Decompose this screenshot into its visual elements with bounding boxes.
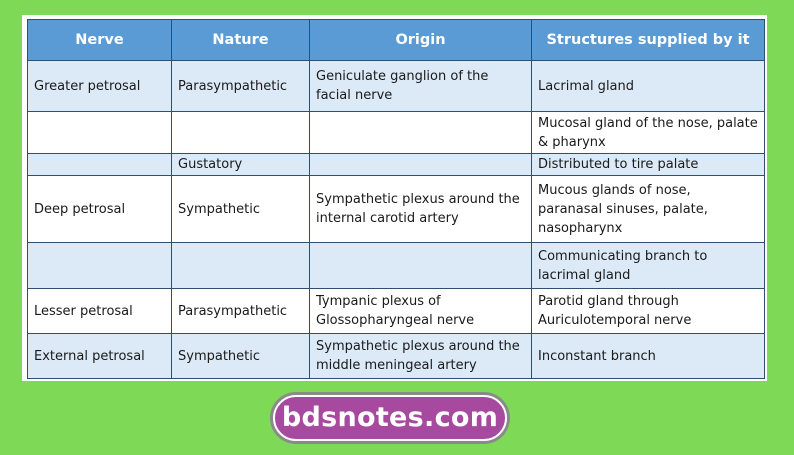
cell-nature	[171, 111, 310, 154]
header-structures: Structures supplied by it	[531, 19, 765, 61]
cell-nerve: Deep petrosal	[27, 175, 172, 243]
cell-structures: Parotid gland through Auriculotemporal n…	[531, 288, 765, 334]
cell-origin: Tympanic plexus of Glossopharyngeal nerv…	[309, 288, 532, 334]
cell-nature: Parasympathetic	[171, 60, 310, 112]
cell-nature: Sympathetic	[171, 333, 310, 379]
cell-structures: Mucous glands of nose, paranasal sinuses…	[531, 175, 765, 243]
header-nerve: Nerve	[27, 19, 172, 61]
cell-nerve: Greater petrosal	[27, 60, 172, 112]
cell-origin: Sympathetic plexus around the middle men…	[309, 333, 532, 379]
cell-structures: Lacrimal gland	[531, 60, 765, 112]
header-origin: Origin	[309, 19, 532, 61]
table-row: Greater petrosal Parasympathetic Genicul…	[27, 60, 765, 112]
cell-origin	[309, 153, 532, 176]
table-row: Gustatory Distributed to tire palate	[27, 153, 765, 176]
cell-nerve	[27, 242, 172, 289]
header-nature: Nature	[171, 19, 310, 61]
cell-structures: Distributed to tire palate	[531, 153, 765, 176]
table-row: Mucosal gland of the nose, palate & phar…	[27, 111, 765, 154]
cell-nature: Sympathetic	[171, 175, 310, 243]
cell-structures: Mucosal gland of the nose, palate & phar…	[531, 111, 765, 154]
cell-structures: Inconstant branch	[531, 333, 765, 379]
cell-nerve: External petrosal	[27, 333, 172, 379]
watermark-badge: bdsnotes.com	[270, 392, 510, 444]
table-row: Deep petrosal Sympathetic Sympathetic pl…	[27, 175, 765, 243]
cell-nature: Parasympathetic	[171, 288, 310, 334]
petrosal-nerves-table: Nerve Nature Origin Structures supplied …	[27, 19, 765, 379]
cell-origin	[309, 242, 532, 289]
table-row: Lesser petrosal Parasympathetic Tympanic…	[27, 288, 765, 334]
cell-nerve	[27, 111, 172, 154]
table-card: Nerve Nature Origin Structures supplied …	[22, 15, 767, 381]
cell-nerve: Lesser petrosal	[27, 288, 172, 334]
cell-nerve	[27, 153, 172, 176]
cell-origin: Sympathetic plexus around the internal c…	[309, 175, 532, 243]
cell-nature: Gustatory	[171, 153, 310, 176]
cell-origin: Geniculate ganglion of the facial nerve	[309, 60, 532, 112]
cell-nature	[171, 242, 310, 289]
table-row: Communicating branch to lacrimal gland	[27, 242, 765, 289]
cell-structures: Communicating branch to lacrimal gland	[531, 242, 765, 289]
cell-origin	[309, 111, 532, 154]
site-logo: bdsnotes.com	[273, 395, 507, 441]
table-header-row: Nerve Nature Origin Structures supplied …	[27, 19, 765, 61]
table-row: External petrosal Sympathetic Sympatheti…	[27, 333, 765, 379]
